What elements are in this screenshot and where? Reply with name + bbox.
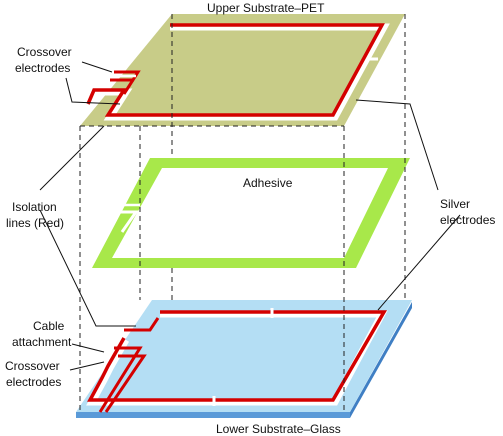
lower-substrate [76, 300, 412, 418]
label-isolation-2: lines (Red) [6, 216, 64, 230]
label-crossover-top-1: Crossover [17, 45, 72, 59]
title-lower-substrate: Lower Substrate–Glass [216, 422, 341, 436]
label-silver-2: electrodes [440, 213, 495, 227]
glass-crossover-trace [98, 346, 147, 413]
title-upper-substrate: Upper Substrate–PET [207, 1, 325, 15]
pet-isolation-line [86, 23, 385, 117]
adhesive-cutout [112, 210, 139, 233]
label-cable-2: attachment [12, 335, 72, 349]
glass-cable-tab [124, 317, 160, 332]
label-silver-1: Silver [440, 197, 470, 211]
pet-crossover-trace [110, 70, 141, 95]
glass-edge-side [350, 302, 412, 418]
upper-substrate [80, 14, 405, 126]
alignment-lines [79, 14, 406, 412]
pet-silver-electrode [86, 23, 390, 121]
adhesive-layer [92, 158, 410, 268]
label-isolation-1: Isolation [12, 200, 57, 214]
glass-edge [76, 412, 350, 418]
label-crossover-bottom-1: Crossover [5, 359, 60, 373]
label-crossover-bottom-2: electrodes [6, 375, 61, 389]
label-adhesive: Adhesive [243, 176, 293, 190]
leader-lines [39, 61, 461, 371]
label-crossover-top-2: electrodes [15, 61, 70, 75]
pet-plate [80, 14, 405, 126]
glass-isolation-line [87, 310, 388, 402]
glass-plate [76, 300, 412, 412]
label-cable-1: Cable [33, 319, 65, 333]
